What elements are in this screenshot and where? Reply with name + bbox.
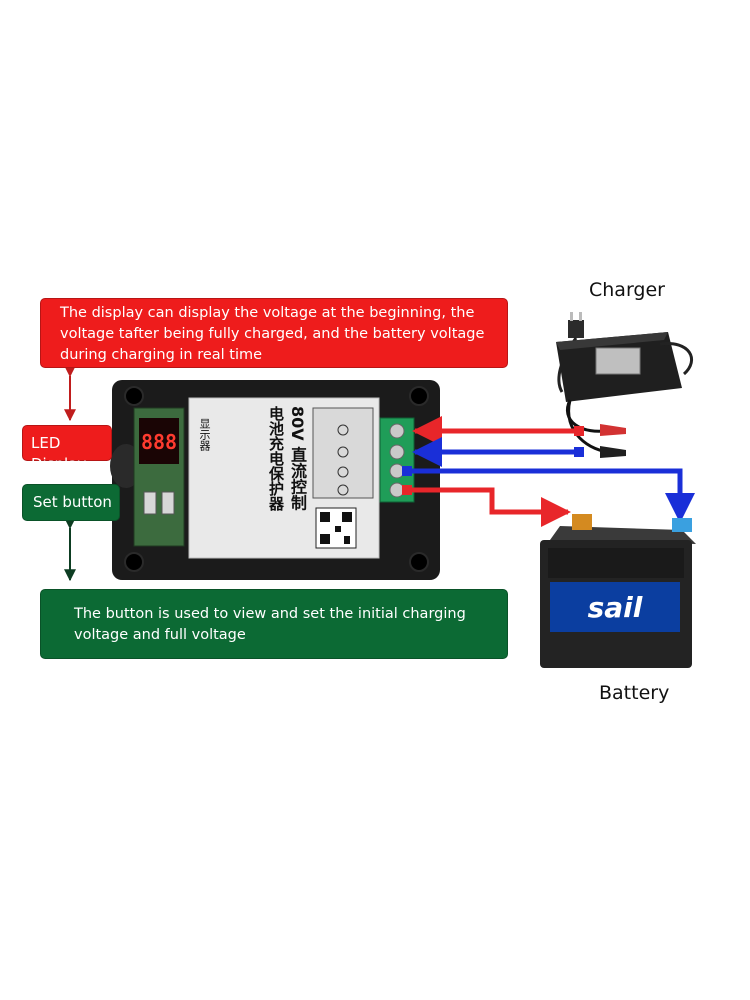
charger-illustration bbox=[556, 312, 694, 458]
display-info-text: The display can display the voltage at t… bbox=[60, 305, 485, 363]
wire-positive-output bbox=[402, 485, 571, 527]
button-info-callout: The button is used to view and set the i… bbox=[40, 589, 508, 659]
set-button-callout: Set button bbox=[22, 484, 120, 521]
led-display-callout: LED Display bbox=[22, 425, 112, 473]
device-display-label: 显示器 bbox=[198, 418, 211, 451]
svg-text:888: 888 bbox=[141, 430, 177, 454]
wire-negative-output bbox=[402, 466, 695, 523]
protector-device: 888 bbox=[110, 380, 440, 580]
battery-brand-text: sail bbox=[588, 591, 643, 624]
charger-caption: Charger bbox=[589, 279, 665, 301]
lcd-digits-icon: 888 bbox=[139, 418, 179, 464]
wire-negative-input bbox=[412, 437, 584, 467]
device-title-line1: 80V 直流控制 bbox=[288, 406, 307, 511]
led-display-text: LED Display bbox=[31, 434, 87, 473]
battery-caption: Battery bbox=[599, 682, 670, 704]
display-info-callout: The display can display the voltage at t… bbox=[40, 298, 508, 368]
qr-code-icon bbox=[315, 507, 357, 549]
battery-illustration: sail bbox=[540, 514, 696, 668]
wire-positive-input bbox=[412, 416, 584, 446]
alligator-clip-icon bbox=[600, 424, 626, 458]
button-info-text: The button is used to view and set the i… bbox=[74, 606, 466, 643]
set-button-text: Set button bbox=[33, 493, 112, 511]
device-title-line2: 电池充电保护器 bbox=[267, 406, 285, 511]
push-button-icon bbox=[143, 491, 175, 515]
